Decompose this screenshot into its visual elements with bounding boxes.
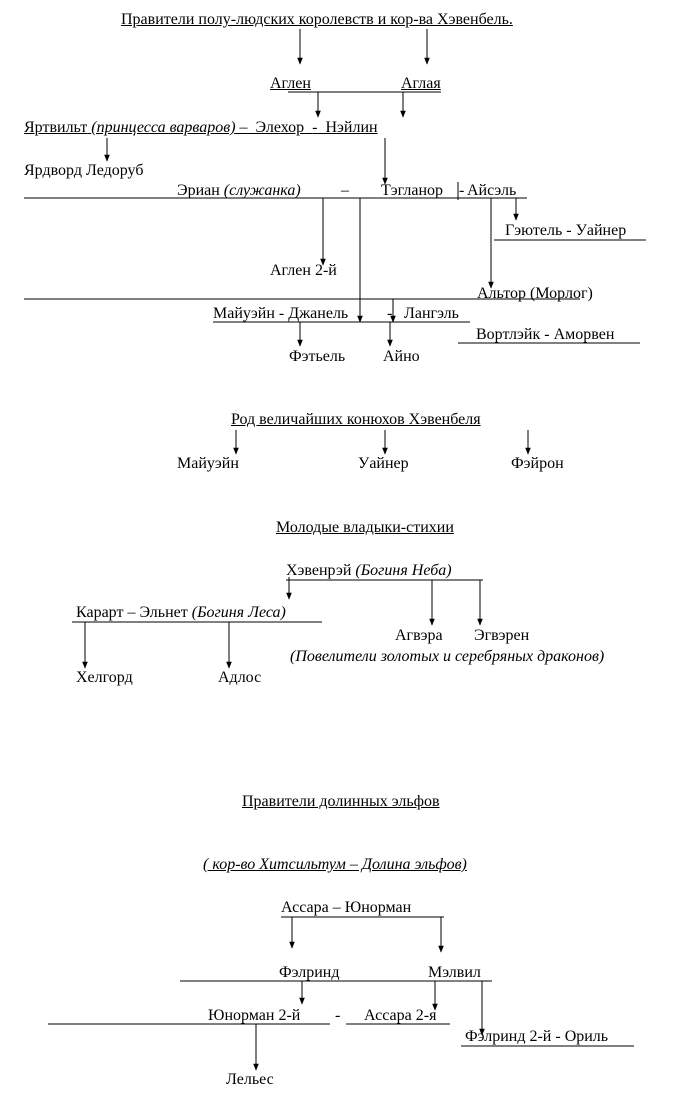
name-yardvord: Ярдворд Ледоруб [24,162,144,179]
note-erian: (служанка) [223,182,301,199]
section-title-half-human-rulers: Правители полу-людских королевств и кор-… [121,11,513,28]
name-egveren: Эгвэрен [474,627,530,644]
dash-yunorman2: - [335,1007,341,1024]
section-title-valley-elves: Правители долинных эльфов [242,793,440,810]
name-felrind: Фэлринд [279,964,340,981]
name-elekhor: Элехор [255,119,305,136]
name-assara-yunorman: Ассара – Юнорман [281,899,412,916]
note-elnet: (Богиня Леса) [191,604,286,621]
name-hevenrei: Хэвенрэй [286,562,352,579]
name-lelies: Лельес [226,1071,274,1088]
name-fetiel: Фэтьель [289,348,346,365]
name-aglen2: Аглен 2-й [270,262,337,279]
dash-elekhor: - [312,119,318,136]
note-yartvilt: (принцесса варваров) [91,119,236,136]
note-dragons: (Повелители золотых и серебряных драконо… [290,648,605,665]
name-yartvilt: Яртвильт [24,119,88,136]
name-aino: Айно [383,348,420,365]
name-agvera: Агвэра [395,627,443,644]
name-langel: Лангэль [404,305,459,322]
name-aglen: Аглен [270,75,311,92]
name-maiuein-groom: Майуэйн [177,455,239,472]
name-aglaya: Аглая [401,75,441,92]
name-geutel-uainer: Гэютель - Уайнер [505,222,627,239]
section-title-elemental-lords: Молодые владыки-стихии [276,519,454,536]
name-yunorman2: Юнорман 2-й [208,1007,301,1024]
name-vortleik-amorven: Вортлэйк - Аморвен [476,326,615,343]
name-assara2: Ассара 2-я [364,1007,437,1024]
name-felrind2-oril: Фэлринд 2-й - Ориль [465,1028,609,1045]
row-hevenrei: Хэвенрэй (Богиня Неба) [286,562,452,580]
name-altor: Альтор (Морлог) [477,285,593,302]
dash-teglanor: - [459,182,465,199]
row-karart: Карарт – Эльнет (Богиня Леса) [76,604,286,622]
section-title-grooms: Род величайших конюхов Хэвенбеля [231,411,481,428]
dash-langel: - [387,305,393,322]
name-adlos: Адлос [218,669,262,686]
name-aisel: Айсэль [467,182,517,199]
section-subtitle-hitsiltum: ( кор-во Хитсильтум – Долина эльфов) [203,856,467,873]
name-teglanor: Тэгланор [381,182,444,199]
name-erian-row: Эриан (служанка) [177,182,301,200]
name-erian: Эриан [177,182,220,199]
name-melvil: Мэлвил [428,964,481,981]
dash-erian: – [341,182,349,199]
name-neilin: Нэйлин [325,119,378,136]
name-khelgord: Хелгорд [76,669,133,686]
name-uainer-groom: Уайнер [358,455,409,472]
name-karart-elnet: Карарт – Эльнет [76,604,188,621]
name-feiron: Фэйрон [511,455,564,472]
note-hevenrei: (Богиня Неба) [355,562,452,579]
dash-yartvilt: – [239,119,248,136]
name-maiuein-janel: Майуэйн - Джанель [213,305,349,322]
row-yartvilt: Яртвильт (принцесса варваров) – Элехор -… [24,119,378,137]
